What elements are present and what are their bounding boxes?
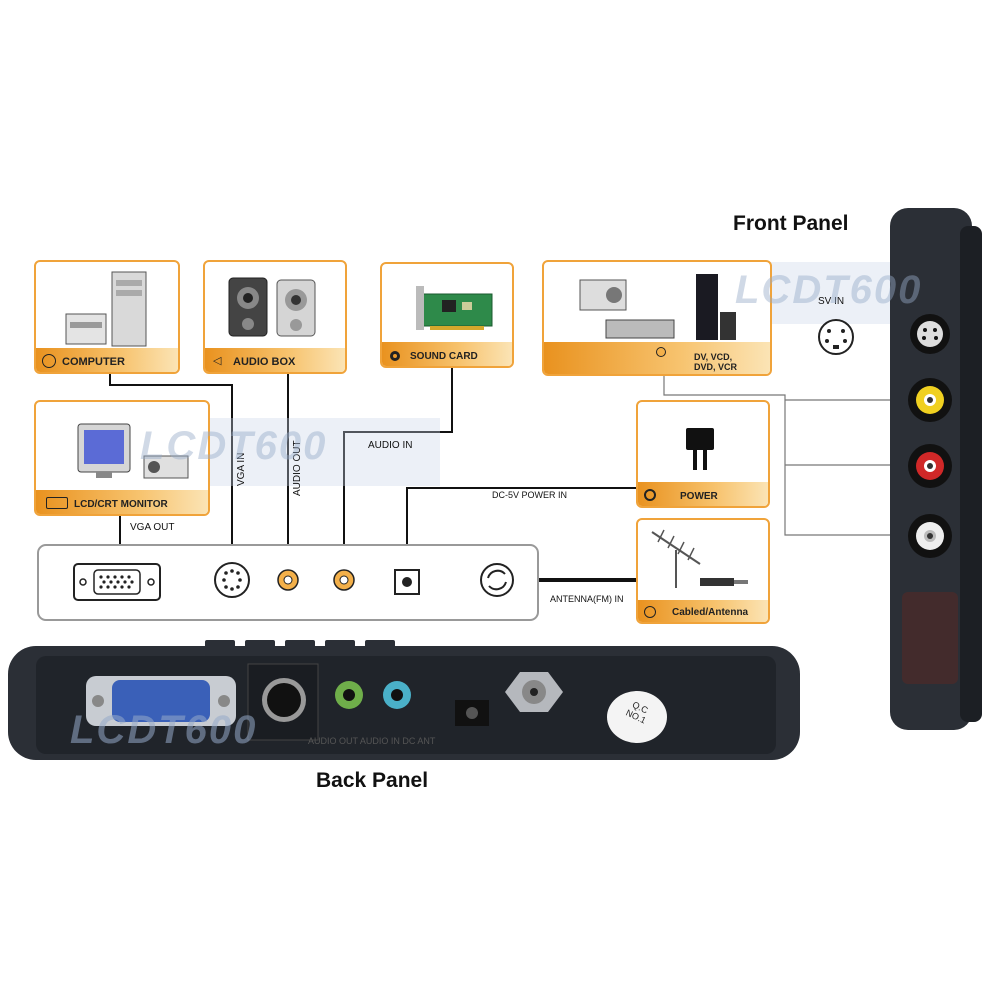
watermark-text: LCDT600 [140, 424, 328, 468]
wire-av-sources [663, 372, 890, 536]
schematic-vga-in-port [214, 562, 250, 598]
av-sources-label: DV, VCD, DVD, VCR [694, 352, 738, 372]
dc-power-in-label: DC-5V POWER IN [492, 490, 568, 500]
audio-in-label: AUDIO IN [368, 440, 413, 451]
av-rca-port-icon [656, 347, 666, 357]
wire-vga-in [109, 372, 233, 565]
av-source-device-box: DV, VCD, DVD, VCR [542, 260, 772, 376]
schematic-vga-port [73, 563, 161, 601]
wire-audio-in [343, 366, 453, 572]
power-plug-icon [686, 428, 714, 470]
schematic-audio-out-jack [277, 569, 299, 591]
sound-card-device-box: SOUND CARD [380, 262, 514, 368]
monitor-device-box: LCD/CRT MONITOR [34, 400, 210, 516]
sound-card-label: SOUND CARD [410, 351, 478, 362]
speaker-icon [228, 277, 316, 337]
vga-port-small-icon [46, 497, 68, 509]
antenna-in-label: ANTENNA(FM) IN [550, 594, 624, 604]
monitor-label: LCD/CRT MONITOR [74, 499, 168, 510]
power-port-icon [644, 489, 656, 501]
av-devices-icon [579, 274, 736, 340]
computer-icon [65, 271, 147, 347]
antenna-icon [651, 529, 748, 588]
computer-label: COMPUTER [62, 356, 125, 368]
antenna-device-box: Cabled/Antenna [636, 518, 770, 624]
watermark-text: LCDT600 [735, 268, 923, 312]
sound-card-port-icon [390, 351, 400, 361]
back-panel-print: AUDIO OUT AUDIO IN DC ANT [308, 736, 436, 746]
monitor-icon [77, 423, 189, 479]
power-device-box: POWER [636, 400, 770, 508]
antenna-label: Cabled/Antenna [672, 607, 749, 618]
antenna-port-icon [644, 606, 656, 618]
audio-box-device-box: ◁ AUDIO BOX [203, 260, 347, 374]
power-label: POWER [680, 491, 718, 502]
sv-in-label: SV IN [818, 296, 845, 307]
sound-card-icon [416, 286, 493, 330]
back-panel-title: Back Panel [316, 769, 429, 792]
computer-device-box: COMPUTER [34, 260, 180, 374]
audio-box-label: AUDIO BOX [233, 356, 296, 368]
schematic-audio-in-jack [333, 569, 355, 591]
speaker-small-icon: ◁ [213, 355, 222, 367]
watermark-text: LCDT600 [70, 708, 258, 752]
schematic-dc-jack [394, 569, 420, 595]
computer-port-icon [42, 354, 56, 368]
front-panel-title: Front Panel [733, 212, 849, 235]
vga-out-label: VGA OUT [130, 522, 175, 533]
schematic-antenna-port [480, 563, 514, 597]
